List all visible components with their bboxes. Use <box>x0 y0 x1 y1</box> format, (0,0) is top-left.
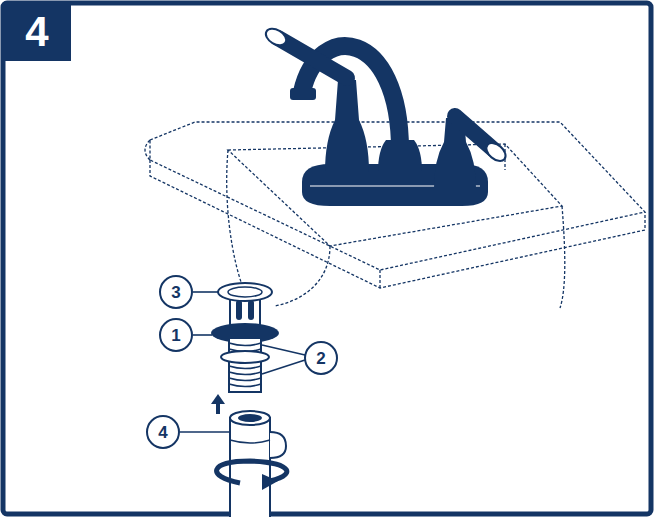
drain-slot <box>236 300 242 320</box>
arrow-head <box>211 394 225 404</box>
callout-circle: 3 <box>159 275 193 309</box>
sink-corner <box>145 140 150 160</box>
basin-wall <box>560 206 565 308</box>
thread <box>229 378 261 381</box>
thread <box>229 384 261 387</box>
leader-line <box>262 360 305 374</box>
leader-line <box>193 334 212 336</box>
direction-arrow <box>216 403 220 414</box>
tailpiece-ring <box>230 440 270 443</box>
basin-wall <box>227 150 250 302</box>
callout-circle: 2 <box>304 341 338 375</box>
drain-flange <box>218 283 272 301</box>
sink-front-edge <box>150 160 645 288</box>
spout-base <box>378 140 422 172</box>
leader-line <box>262 345 305 355</box>
sink-corner <box>379 270 380 288</box>
lever-tip <box>483 140 509 165</box>
thread <box>229 343 261 346</box>
thread <box>229 372 261 375</box>
tailpiece-opening <box>238 414 262 422</box>
callout-number: 4 <box>158 424 167 441</box>
callout-circle: 1 <box>159 318 193 352</box>
leader-line <box>180 431 231 433</box>
basin-wall <box>275 246 330 306</box>
thread <box>229 366 261 369</box>
spout-tip <box>290 88 316 100</box>
callout-number: 2 <box>316 350 325 367</box>
tailpiece <box>230 418 270 517</box>
threaded-body <box>229 338 261 392</box>
flange-opening <box>228 287 262 297</box>
tailpiece-tab <box>270 432 286 458</box>
drain-slot <box>248 300 254 320</box>
handle-body <box>325 80 369 172</box>
lock-nut <box>221 351 269 363</box>
leader-line <box>193 291 219 293</box>
callout-circle: 4 <box>146 415 180 449</box>
callout-number: 1 <box>171 327 180 344</box>
rotation-arrow <box>217 461 287 483</box>
panel-frame <box>3 3 651 514</box>
handle-lever <box>278 38 347 78</box>
arrow-head <box>262 474 278 490</box>
step-number: 4 <box>25 11 48 53</box>
tailpiece-top <box>230 411 270 425</box>
callout-number: 3 <box>171 284 180 301</box>
step-badge: 4 <box>3 3 71 61</box>
sink-rim <box>150 122 645 270</box>
lever-tip <box>263 25 289 48</box>
